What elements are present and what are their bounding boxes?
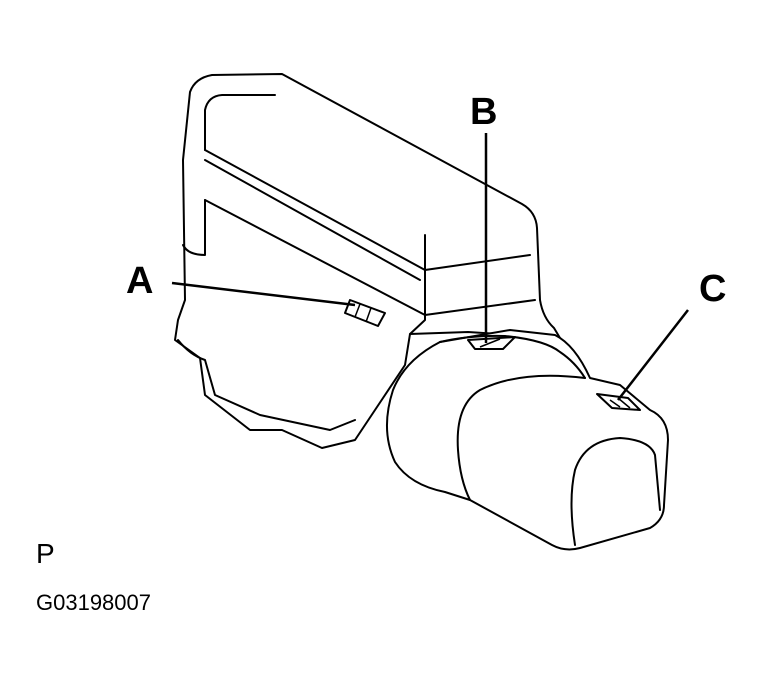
callout-label-c: C bbox=[699, 268, 727, 310]
duct-outlet bbox=[385, 329, 669, 551]
figure-code: G03198007 bbox=[36, 590, 151, 615]
duct-top-rim bbox=[439, 334, 586, 379]
callout-label-b: B bbox=[470, 91, 498, 133]
clip-c bbox=[596, 393, 641, 411]
housing-left-edge bbox=[182, 199, 206, 256]
housing-base bbox=[177, 339, 356, 431]
housing-vertical-edge bbox=[409, 234, 426, 335]
leader-line-c bbox=[617, 309, 689, 401]
duct-ring bbox=[456, 374, 586, 501]
duct-front-face bbox=[570, 437, 661, 546]
callout-label-a: A bbox=[126, 260, 154, 302]
leader-line-a bbox=[171, 281, 356, 307]
housing-top-edge bbox=[204, 94, 276, 151]
housing-body bbox=[174, 73, 561, 449]
view-letter: P bbox=[36, 538, 55, 569]
housing-panel-line-2 bbox=[204, 159, 421, 281]
clip-b bbox=[467, 336, 516, 350]
clip-a bbox=[344, 299, 386, 327]
